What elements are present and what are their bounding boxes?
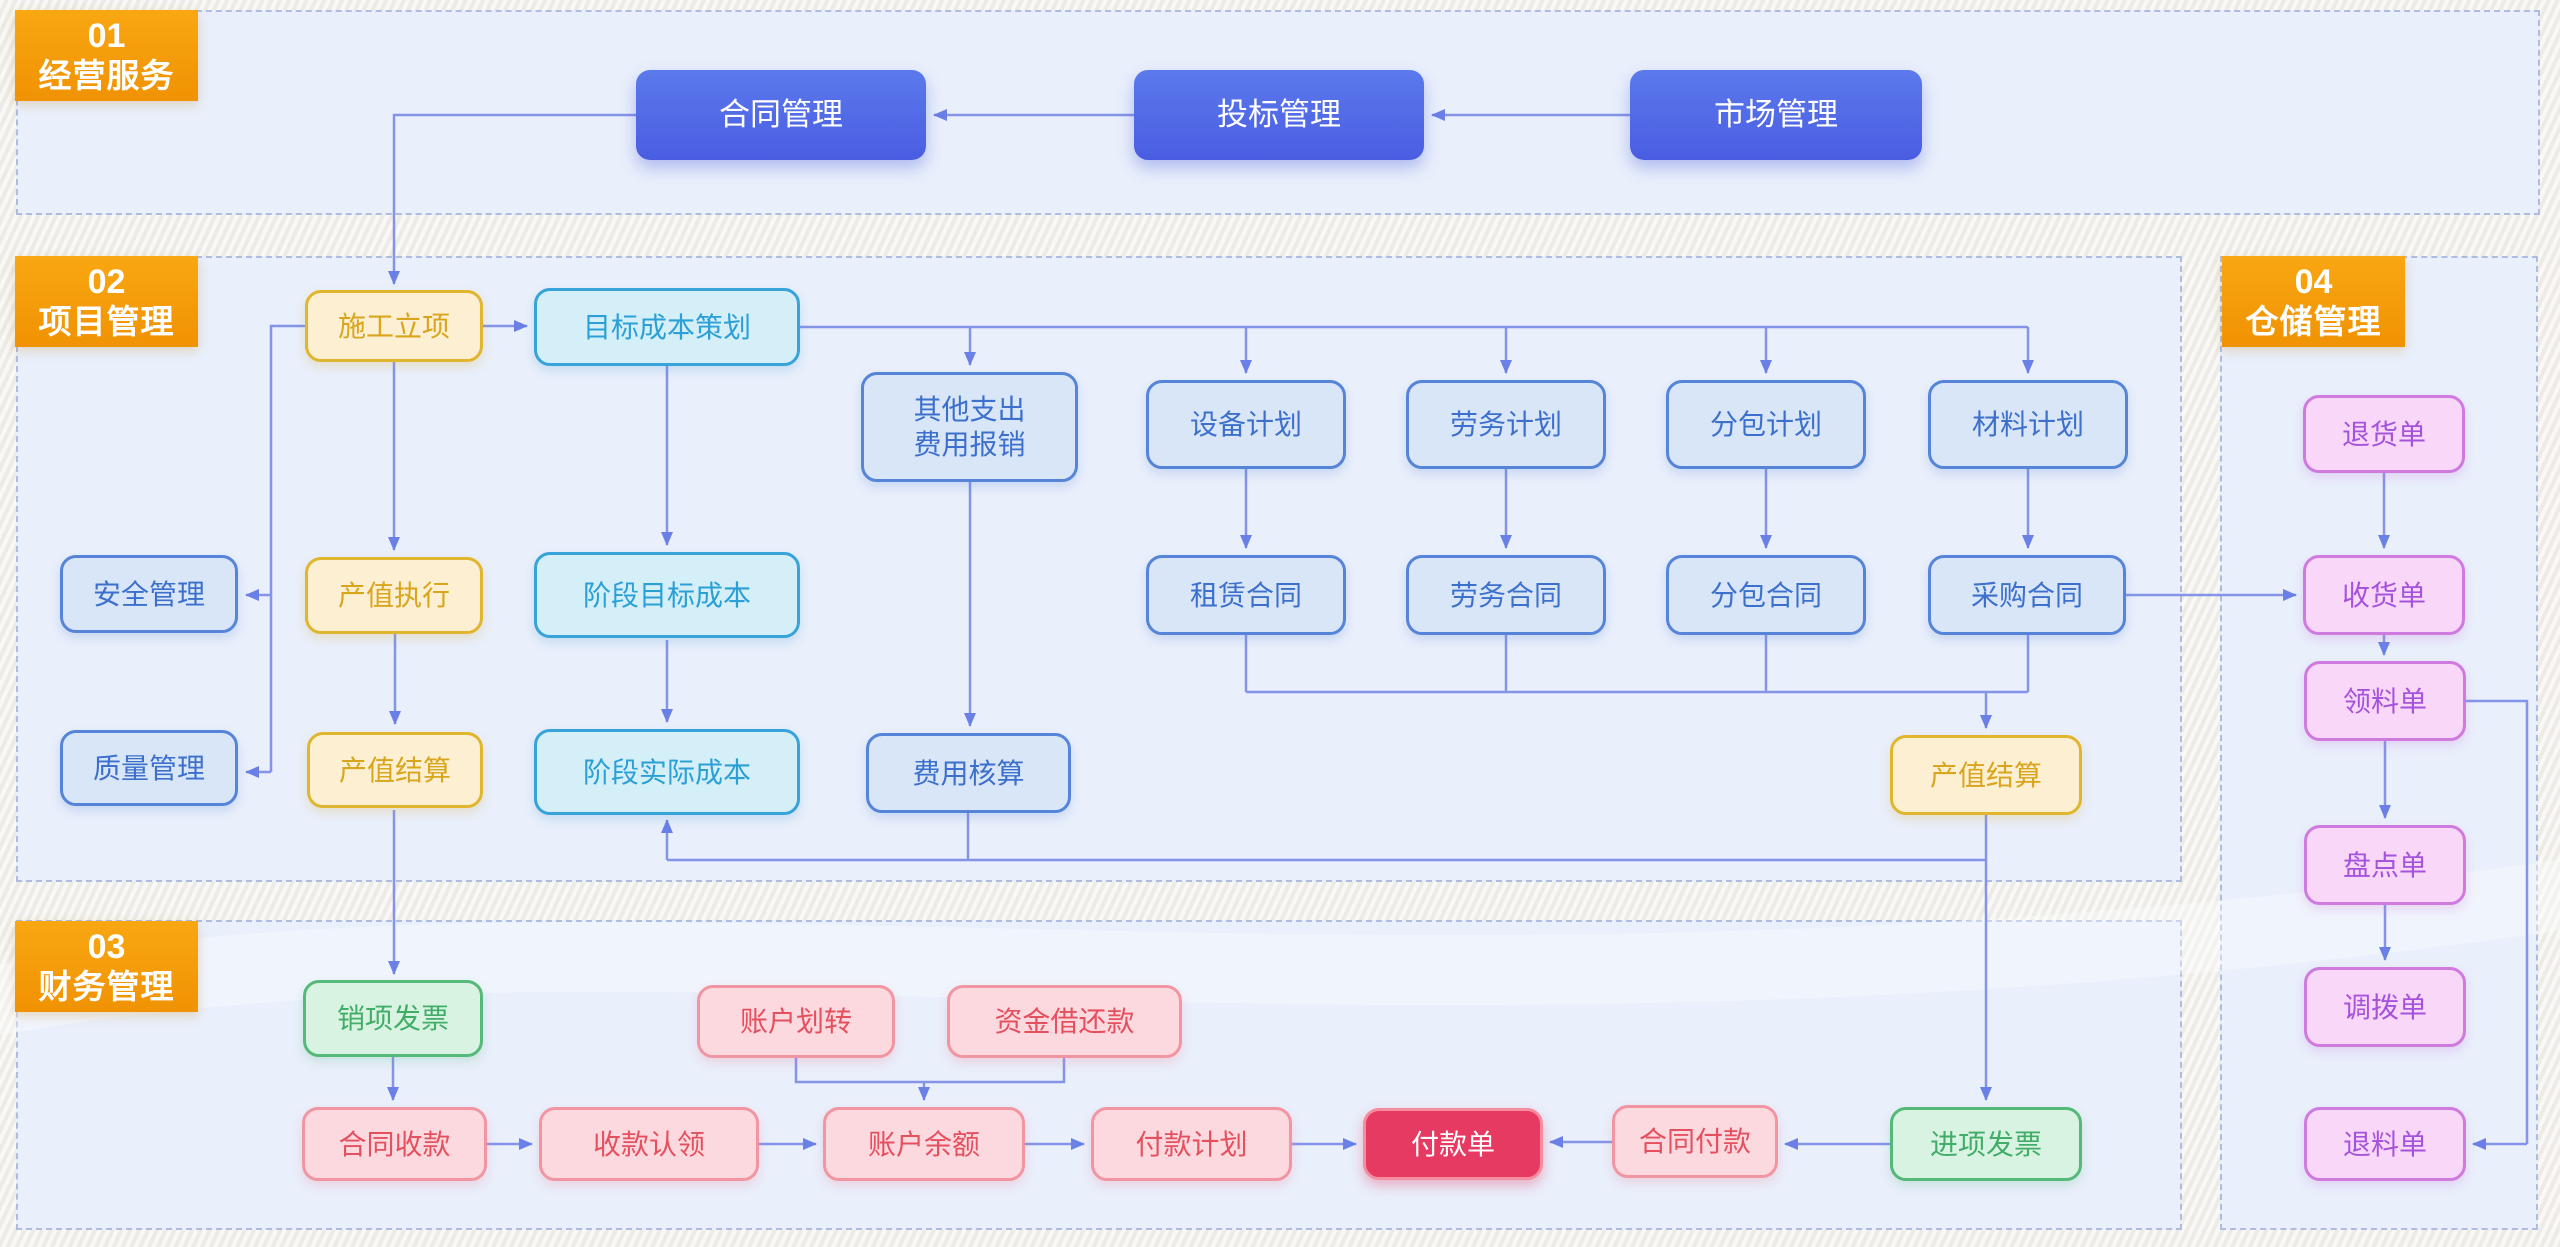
- node-material-requisition-slip: 领料单: [2304, 661, 2466, 741]
- section-04-number: 04: [2294, 262, 2333, 301]
- node-labor-contract: 劳务合同: [1406, 555, 1606, 635]
- node-subcontract-plan: 分包计划: [1666, 380, 1866, 469]
- section-03-number: 03: [87, 927, 126, 966]
- node-label: 调拨单: [2342, 991, 2427, 1023]
- section-01-title: 经营服务: [38, 56, 175, 94]
- node-transfer-slip: 调拨单: [2304, 967, 2466, 1047]
- node-label: 产值结算: [1929, 759, 2042, 791]
- node-receiving-slip: 收货单: [2303, 555, 2465, 635]
- section-04-title: 仓储管理: [2245, 302, 2382, 340]
- node-other-expense-reimbursement: 其他支出 费用报销: [861, 372, 1078, 482]
- node-label: 产值结算: [338, 754, 451, 786]
- node-account-balance: 账户余额: [823, 1107, 1025, 1181]
- node-label: 账户余额: [867, 1128, 980, 1160]
- node-label: 合同付款: [1638, 1126, 1751, 1157]
- node-output-value-execution: 产值执行: [305, 557, 483, 634]
- node-payment-slip: 付款单: [1363, 1108, 1543, 1180]
- section-02-title: 项目管理: [38, 302, 175, 340]
- node-label: 目标成本策划: [582, 311, 751, 343]
- node-label: 资金借还款: [994, 1006, 1135, 1037]
- node-label: 付款单: [1410, 1128, 1495, 1160]
- node-return-goods-slip: 退货单: [2303, 395, 2465, 473]
- section-02-number: 02: [87, 262, 126, 301]
- node-label: 分包合同: [1709, 579, 1822, 611]
- node-label: 施工立项: [337, 310, 450, 342]
- node-label: 合同管理: [719, 96, 843, 132]
- node-label: 采购合同: [1970, 579, 2083, 611]
- connector-lines: [245, 109, 2529, 1150]
- section-03-label: 03 财务管理: [15, 921, 198, 1012]
- node-account-transfer: 账户划转: [697, 985, 895, 1058]
- section-03-title: 财务管理: [38, 967, 175, 1005]
- node-label: 进项发票: [1929, 1128, 2042, 1160]
- node-label: 付款计划: [1135, 1128, 1248, 1160]
- node-input-invoice: 进项发票: [1890, 1107, 2082, 1181]
- node-label: 劳务合同: [1449, 579, 1562, 611]
- node-procurement-contract: 采购合同: [1928, 555, 2126, 635]
- node-label: 收款认领: [592, 1128, 705, 1160]
- node-label: 销项发票: [336, 1003, 449, 1034]
- node-label: 市场管理: [1714, 96, 1838, 132]
- node-material-return-slip: 退料单: [2304, 1107, 2466, 1181]
- node-fund-borrowing: 资金借还款: [947, 985, 1182, 1058]
- node-equipment-plan: 设备计划: [1146, 380, 1346, 469]
- node-quality-management: 质量管理: [60, 730, 238, 806]
- node-label: 劳务计划: [1449, 409, 1562, 440]
- node-label: 阶段实际成本: [582, 756, 751, 788]
- node-label: 投标管理: [1217, 96, 1341, 132]
- node-lease-contract: 租赁合同: [1146, 555, 1346, 635]
- node-subcontract-contract: 分包合同: [1666, 555, 1866, 635]
- node-stage-actual-cost: 阶段实际成本: [534, 729, 800, 815]
- node-label: 其他支出 费用报销: [913, 394, 1026, 460]
- node-expense-accounting: 费用核算: [866, 733, 1071, 813]
- section-01-number: 01: [87, 16, 126, 55]
- node-label: 产值执行: [337, 580, 450, 611]
- node-label: 盘点单: [2342, 849, 2427, 881]
- node-receipt-claim: 收款认领: [539, 1107, 759, 1181]
- node-label: 领料单: [2342, 685, 2427, 717]
- section-01-label: 01 经营服务: [15, 10, 198, 101]
- node-labor-plan: 劳务计划: [1406, 380, 1606, 469]
- node-material-plan: 材料计划: [1928, 380, 2128, 469]
- node-label: 材料计划: [1971, 409, 2084, 440]
- node-payment-plan: 付款计划: [1091, 1107, 1292, 1181]
- node-output-value-settlement: 产值结算: [307, 732, 483, 808]
- background-swoosh-decoration: [0, 859, 2560, 1036]
- node-label: 安全管理: [92, 578, 205, 610]
- node-label: 账户划转: [739, 1006, 852, 1037]
- node-stocktaking-slip: 盘点单: [2304, 825, 2466, 905]
- node-safety-management: 安全管理: [60, 555, 238, 633]
- node-label: 合同收款: [338, 1128, 451, 1160]
- node-sales-invoice: 销项发票: [303, 980, 483, 1057]
- node-label: 设备计划: [1189, 409, 1302, 440]
- node-label: 分包计划: [1709, 409, 1822, 440]
- node-contract-payment: 合同付款: [1612, 1105, 1778, 1178]
- node-label: 退货单: [2341, 418, 2426, 450]
- node-contract-receipt: 合同收款: [302, 1107, 487, 1181]
- node-label: 阶段目标成本: [582, 579, 751, 611]
- node-target-cost-planning: 目标成本策划: [534, 288, 800, 366]
- node-label: 退料单: [2342, 1128, 2427, 1160]
- node-output-value-settlement-2: 产值结算: [1890, 735, 2082, 815]
- node-label: 质量管理: [92, 752, 205, 784]
- node-construction-initiation: 施工立项: [305, 290, 483, 362]
- node-label: 租赁合同: [1189, 579, 1302, 611]
- section-04-label: 04 仓储管理: [2222, 256, 2405, 347]
- node-market-management: 市场管理: [1630, 70, 1922, 160]
- section-02-label: 02 项目管理: [15, 256, 198, 347]
- node-label: 费用核算: [912, 757, 1025, 789]
- node-label: 收货单: [2341, 579, 2426, 611]
- node-contract-management: 合同管理: [636, 70, 926, 160]
- node-stage-target-cost: 阶段目标成本: [534, 552, 800, 638]
- node-bidding-management: 投标管理: [1134, 70, 1424, 160]
